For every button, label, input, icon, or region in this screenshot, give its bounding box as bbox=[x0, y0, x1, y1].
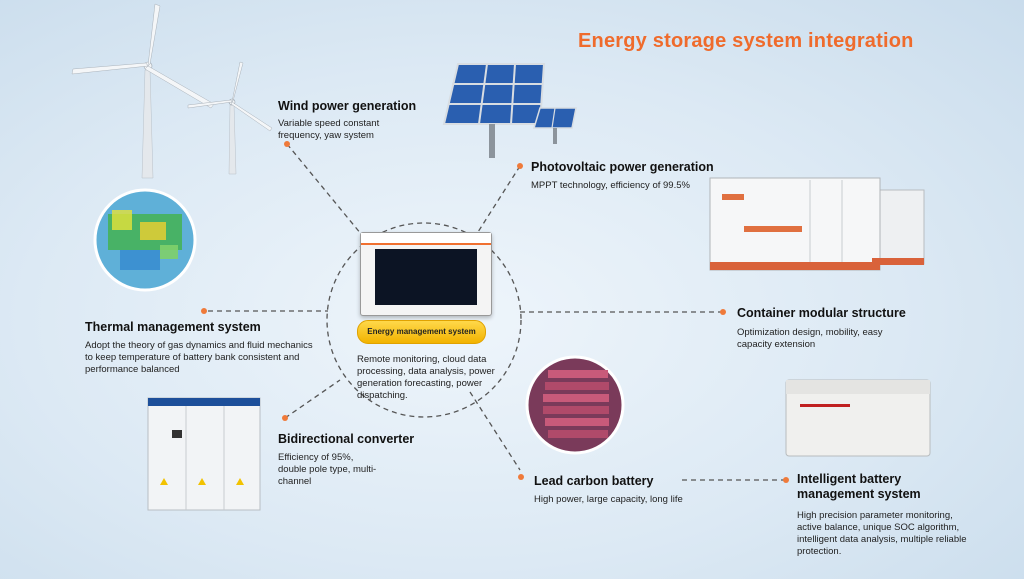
container-description: Optimization design, mobility, easy capa… bbox=[737, 327, 883, 350]
container-dot bbox=[720, 309, 726, 315]
container-heading: Container modular structure bbox=[737, 306, 906, 320]
hub-circle bbox=[326, 222, 522, 418]
wind-heading: Wind power generation bbox=[278, 99, 417, 113]
hub-label: Energy management system bbox=[357, 320, 486, 344]
converter-heading: Bidirectional converter bbox=[278, 432, 415, 446]
wind-description: Variable speed constant frequency, yaw s… bbox=[278, 118, 380, 141]
line-lead bbox=[469, 391, 521, 471]
bms-description: High precision parameter monitoring, act… bbox=[797, 510, 967, 557]
converter-description: Efficiency of 95%, double pole type, mul… bbox=[278, 452, 377, 487]
wind-dot bbox=[284, 141, 290, 147]
thermal-dot bbox=[201, 308, 207, 314]
bms-heading: Intelligent battery management system bbox=[797, 472, 921, 501]
converter-cabinet-image bbox=[147, 397, 261, 511]
line-pv bbox=[477, 165, 521, 233]
battery-room-image bbox=[525, 355, 625, 455]
converter-dot bbox=[282, 415, 288, 421]
pv-heading: Photovoltaic power generation bbox=[531, 160, 714, 174]
thermal-heading: Thermal management system bbox=[85, 320, 261, 334]
thermal-simulation-image bbox=[93, 188, 197, 292]
ems-screen-image bbox=[360, 232, 492, 316]
thermal-description: Adopt the theory of gas dynamics and flu… bbox=[85, 340, 313, 375]
page-title: Energy storage system integration bbox=[578, 30, 914, 52]
bms-dot bbox=[783, 477, 789, 483]
hub-description: Remote monitoring, cloud data processing… bbox=[357, 354, 495, 401]
lead-heading: Lead carbon battery bbox=[534, 474, 654, 488]
solar-panel-image bbox=[442, 63, 577, 158]
bms-unit-image bbox=[785, 379, 931, 457]
wind-turbine-image bbox=[71, 3, 273, 179]
lead-description: High power, large capacity, long life bbox=[534, 494, 683, 505]
pv-dot bbox=[517, 163, 523, 169]
container-image bbox=[709, 177, 925, 271]
line-converter bbox=[284, 379, 341, 419]
pv-description: MPPT technology, efficiency of 99.5% bbox=[531, 180, 690, 191]
lead-dot bbox=[518, 474, 524, 480]
line-wind bbox=[286, 143, 367, 241]
